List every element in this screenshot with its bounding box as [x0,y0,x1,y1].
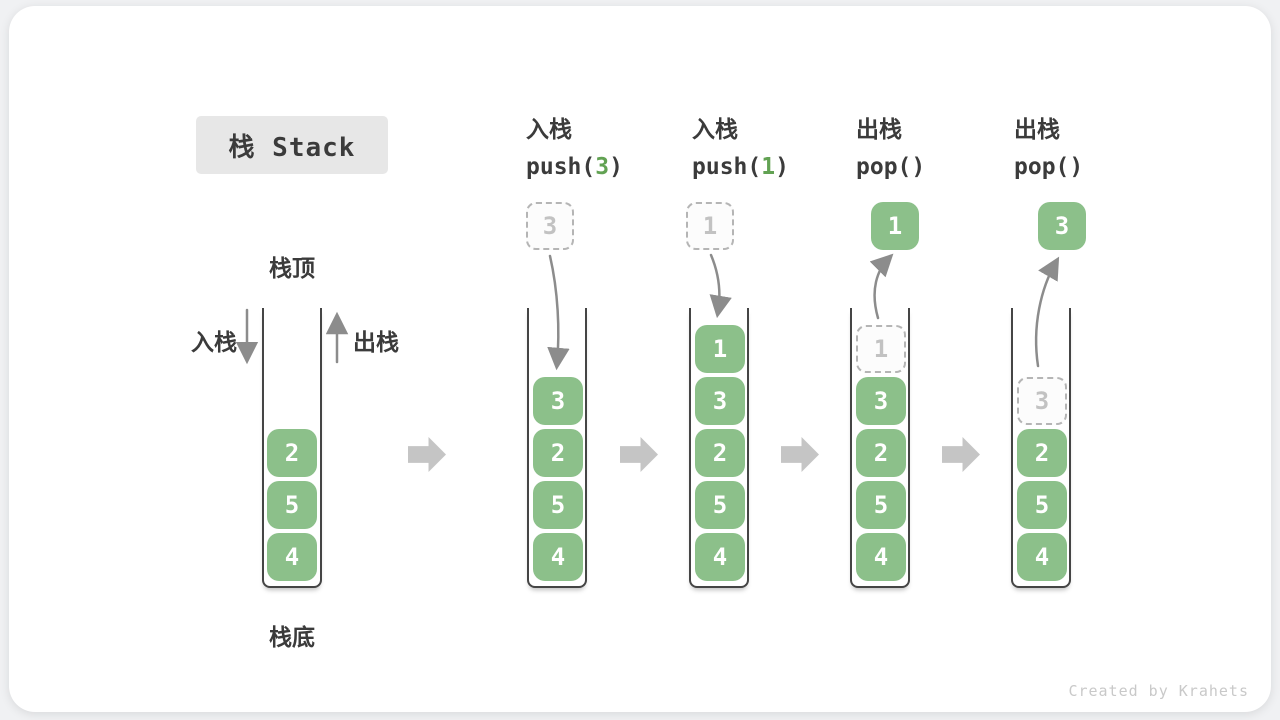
item-value: 4 [284,543,300,571]
stack-item: 5 [695,481,745,529]
code-close: ) [1069,154,1084,180]
credit-text: Created by Krahets [1068,682,1249,700]
item-value: 2 [712,439,728,467]
title-box: 栈 Stack [196,116,388,174]
code-text: push( [526,154,596,180]
operation-label: 入栈 [692,116,738,142]
item-value: 3 [873,387,889,415]
operation-pop-1: 出栈 pop() [856,110,925,180]
floating-value-text: 1 [887,212,903,240]
pop-direction-label: 出栈 [353,329,399,355]
code-text: pop( [856,154,912,180]
floating-value-text: 3 [1054,212,1070,240]
code-text: pop( [1014,154,1070,180]
operation-label: 出栈 [1014,116,1060,142]
stack-item: 4 [533,533,583,581]
page-title: 栈 Stack [228,132,356,163]
code-arg: 1 [761,154,776,180]
item-value: 2 [284,439,300,467]
diagram-card: 栈 Stack 栈顶 栈底 入栈 出栈 入栈 push(3) 入栈 push(1… [9,6,1271,712]
stack-top-label: 栈顶 [269,255,315,281]
floating-push-value: 1 [686,202,734,250]
code-text: push( [692,154,762,180]
stack-item: 2 [533,429,583,477]
operation-push-3: 入栈 push(3) [526,110,623,180]
operation-code: pop() [856,154,925,180]
stack-item: 5 [1017,481,1067,529]
item-value: 2 [873,439,889,467]
push-direction-label: 入栈 [191,329,237,355]
code-close: ) [775,154,789,180]
stack-item: 4 [695,533,745,581]
stack-item-ghost: 1 [856,325,906,373]
item-value: 4 [712,543,728,571]
stack-item: 5 [533,481,583,529]
code-arg: 3 [595,154,610,180]
operation-label: 出栈 [856,116,902,142]
operation-pop-2: 出栈 pop() [1014,110,1083,180]
stack-item: 2 [856,429,906,477]
operation-label: 入栈 [526,116,572,142]
item-value: 5 [1034,491,1050,519]
stack-item: 4 [1017,533,1067,581]
item-value: 3 [712,387,728,415]
transition-arrow-icon [620,437,658,472]
operation-code: push(3) [526,154,623,180]
stack-item: 5 [856,481,906,529]
item-value: 4 [550,543,566,571]
stack-item: 3 [533,377,583,425]
item-value: 5 [284,491,300,519]
transition-arrow-icon [781,437,819,472]
item-value: 5 [712,491,728,519]
item-value: 1 [712,335,728,363]
stack-item: 3 [856,377,906,425]
stack-item: 2 [695,429,745,477]
item-value: 5 [550,491,566,519]
floating-value-text: 1 [702,212,718,240]
stack-item: 2 [1017,429,1067,477]
floating-popped-value: 3 [1038,202,1086,250]
stack-item: 2 [267,429,317,477]
stack-item: 5 [267,481,317,529]
item-value: 5 [873,491,889,519]
item-value: 3 [550,387,566,415]
code-close: ) [911,154,926,180]
code-close: ) [609,154,623,180]
push-1-arrow-icon [709,253,732,319]
operation-push-1: 入栈 push(1) [692,110,789,180]
stack-bottom-label: 栈底 [269,624,315,650]
stack-item: 1 [695,325,745,373]
item-value: 2 [1034,439,1050,467]
operation-code: push(1) [692,154,789,180]
floating-value-text: 3 [542,212,558,240]
flow-arrows-layer [235,253,1060,371]
transition-arrow-icon [408,437,446,472]
transition-arrow-icon [942,437,980,472]
stack-item: 4 [856,533,906,581]
item-value: 2 [550,439,566,467]
item-value: 4 [1034,543,1050,571]
item-value: 3 [1034,387,1050,415]
stack-item: 3 [695,377,745,425]
stack-item: 4 [267,533,317,581]
operation-code: pop() [1014,154,1083,180]
item-value: 1 [873,335,889,363]
item-value: 4 [873,543,889,571]
stack-item-ghost: 3 [1017,377,1067,425]
floating-popped-value: 1 [871,202,919,250]
floating-push-value: 3 [526,202,574,250]
